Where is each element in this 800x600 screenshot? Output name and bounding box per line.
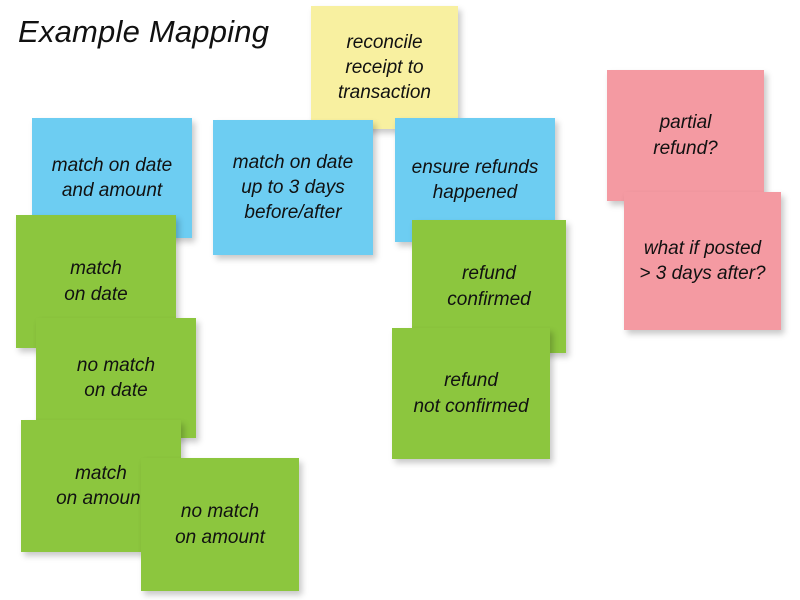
sticky-note-story-reconcile[interactable]: reconcile receipt to transaction (311, 6, 458, 129)
sticky-note-question-posted-3-days-after[interactable]: what if posted > 3 days after? (624, 192, 781, 330)
sticky-note-example-no-match-on-amount[interactable]: no match on amount (141, 458, 299, 591)
sticky-note-rule-match-date-3-days[interactable]: match on date up to 3 days before/after (213, 120, 373, 255)
page-title: Example Mapping (18, 14, 270, 49)
sticky-note-question-partial-refund[interactable]: partial refund? (607, 70, 764, 201)
sticky-note-example-no-match-on-date[interactable]: no match on date (36, 318, 196, 438)
sticky-note-example-refund-not-confirmed[interactable]: refund not confirmed (392, 328, 550, 459)
